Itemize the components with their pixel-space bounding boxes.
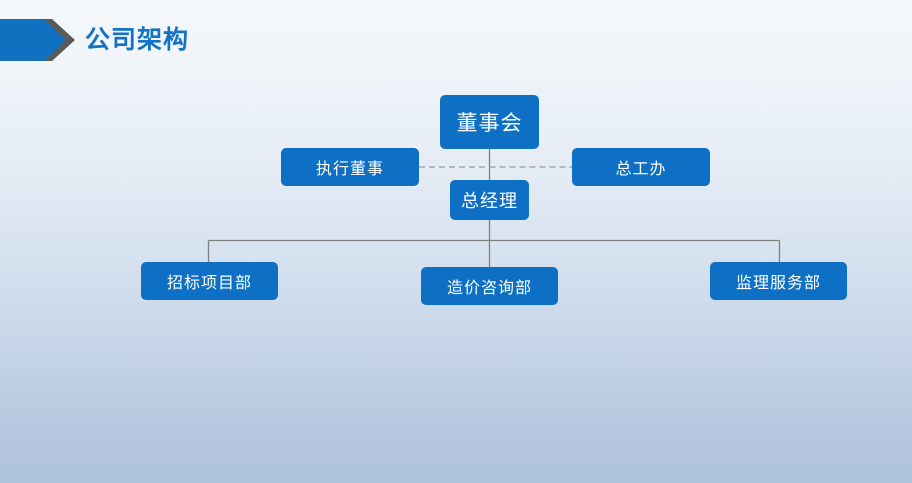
- org-node-board-label: 董事会: [456, 111, 523, 135]
- org-node-supervision-service-department-label: 监理服务部: [735, 273, 821, 292]
- org-node-board[interactable]: 董事会: [440, 95, 539, 149]
- org-node-cost-consulting-department-label: 造价咨询部: [446, 278, 532, 297]
- title-banner-arrow: [0, 19, 212, 61]
- org-node-chief-engineer-office[interactable]: 总工办: [572, 148, 710, 186]
- org-node-executive-director-label: 执行董事: [315, 159, 384, 178]
- org-node-bidding-department-label: 招标项目部: [166, 273, 252, 292]
- org-node-executive-director[interactable]: 执行董事: [281, 148, 419, 186]
- page-title: 公司架构: [85, 25, 190, 54]
- org-node-supervision-service-department[interactable]: 监理服务部: [710, 262, 847, 300]
- org-node-bidding-department[interactable]: 招标项目部: [141, 262, 278, 300]
- org-node-cost-consulting-department[interactable]: 造价咨询部: [421, 267, 558, 305]
- org-node-chief-engineer-office-label: 总工办: [615, 159, 667, 178]
- org-node-general-manager-label: 总经理: [461, 191, 518, 212]
- org-node-general-manager[interactable]: 总经理: [450, 180, 529, 220]
